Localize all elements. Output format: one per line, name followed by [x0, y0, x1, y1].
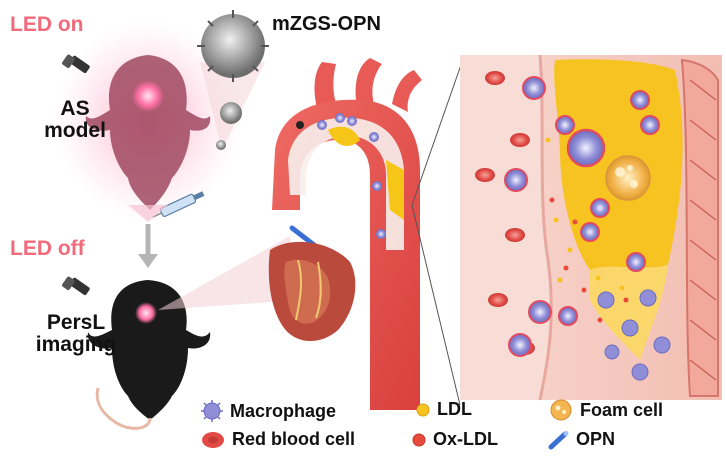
zoom-lines: [411, 61, 463, 406]
legend-label: Macrophage: [230, 400, 337, 421]
as-model-label: AS model: [40, 97, 110, 143]
legend-label: LDL: [437, 399, 472, 419]
legend-opn: OPN: [548, 429, 615, 450]
as-model-line1: AS: [60, 97, 90, 120]
legend-label: Red blood cell: [232, 429, 356, 449]
legend-ldl: LDL: [415, 399, 472, 420]
persl-line1: PersL: [46, 311, 106, 334]
persl-imaging-label: PersL imaging: [30, 311, 122, 357]
ox-ldl-icon: [412, 433, 426, 446]
flashlight-icon: [62, 54, 90, 74]
ldl-icon: [416, 403, 430, 416]
down-arrow: [138, 224, 158, 268]
nanoprobe-medium: [220, 102, 242, 124]
legend-label: Ox-LDL: [433, 429, 498, 449]
opn-icon: [548, 430, 569, 449]
transition-cone: [128, 205, 168, 222]
nanoprobe-large: [197, 10, 269, 82]
syringe-icon: [152, 191, 205, 218]
flashlight-icon: [62, 276, 90, 296]
zoom-beam: [158, 236, 300, 310]
heart: [268, 241, 356, 342]
persl-line2: imaging: [35, 333, 117, 357]
probe-label: mZGS-OPN: [272, 13, 381, 35]
legend-label: Foam cell: [580, 399, 664, 420]
legend-macrophage: Macrophage: [200, 399, 336, 423]
nanoprobe-small: [216, 140, 226, 150]
led-off-label: LED off: [10, 237, 85, 260]
legend-foam-cell: Foam cell: [548, 397, 663, 423]
led-on-label: LED on: [10, 13, 84, 36]
red-blood-cell-icon: [202, 431, 224, 448]
mouse-led-on: [53, 20, 243, 220]
vessel-section: [460, 54, 722, 401]
legend-ox-ldl: Ox-LDL: [411, 429, 498, 450]
macrophage-icon: [201, 400, 223, 422]
aorta: [272, 58, 422, 410]
legend-label: OPN: [576, 429, 616, 449]
mouse-led-off: [87, 280, 211, 430]
legend-red-blood-cell: Red blood cell: [200, 429, 355, 450]
foam-cell-icon: [550, 399, 572, 421]
as-model-line2: model: [44, 119, 106, 143]
